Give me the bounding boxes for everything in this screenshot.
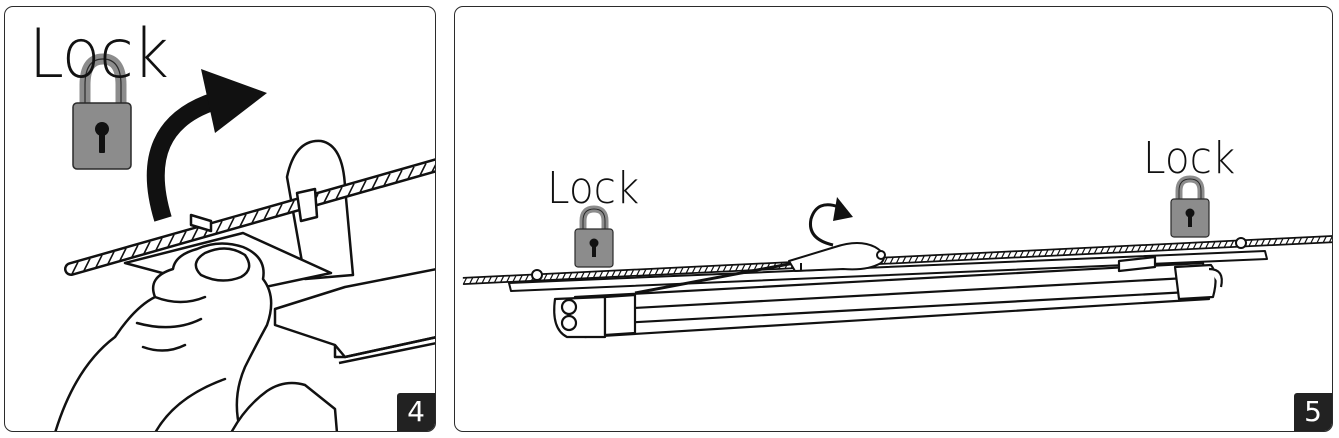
lock-label-right: Lock <box>1143 133 1236 184</box>
step-5-illustration <box>462 175 1332 339</box>
bracket-plate <box>273 139 435 365</box>
rotate-arrow-icon <box>808 197 853 247</box>
padlock-icon <box>574 205 614 268</box>
curved-arrow-icon <box>146 69 267 222</box>
lock-label-left: Lock <box>547 163 640 214</box>
screwdriver-icon <box>634 242 886 295</box>
step-4-illustration <box>54 53 435 431</box>
step-4-panel: Lock 4 <box>4 6 436 432</box>
step-number-badge: 4 <box>397 393 435 431</box>
hand-icon <box>54 242 339 431</box>
step-number-badge: 5 <box>1294 393 1332 431</box>
motor-housing <box>553 255 1223 339</box>
padlock-icon <box>72 53 132 170</box>
step-5-panel: Lock Lock 5 <box>454 6 1333 432</box>
padlock-icon <box>1170 175 1210 238</box>
lock-label: Lock <box>29 15 169 94</box>
rope <box>64 158 435 276</box>
